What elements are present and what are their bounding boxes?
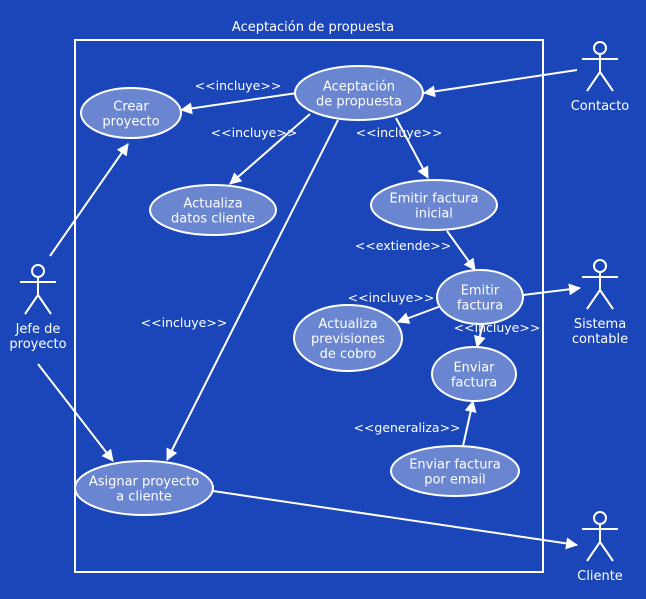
use-case-label: Emitir bbox=[461, 284, 500, 299]
system-title: Aceptación de propuesta bbox=[232, 20, 394, 35]
use-case-ellipse[interactable] bbox=[431, 346, 517, 402]
relations-layer bbox=[37, 69, 581, 550]
use-case-ellipse[interactable] bbox=[294, 65, 424, 121]
actor-label: Contacto bbox=[571, 99, 630, 114]
relation-label: <<incluye>> bbox=[356, 125, 443, 140]
relation-contacto-to-aceptacion bbox=[423, 69, 578, 98]
use-case-label: Crear bbox=[113, 100, 149, 115]
use-case-label: factura bbox=[451, 376, 497, 391]
use-case-label: Enviar bbox=[453, 361, 495, 376]
stick-figure-icon bbox=[20, 264, 56, 315]
relation-jefe-to-crear bbox=[49, 143, 129, 257]
use-case-label: Enviar factura bbox=[409, 458, 501, 473]
use-case-label: de cobro bbox=[320, 347, 377, 362]
use-case-label: Asignar proyecto bbox=[89, 475, 199, 490]
relation-aceptacion-to-crear bbox=[180, 92, 298, 115]
use-case-ellipse[interactable] bbox=[370, 179, 498, 231]
use-case-label: a cliente bbox=[116, 490, 172, 505]
use-case-label: factura bbox=[457, 299, 503, 314]
relation-label: <<incluye>> bbox=[195, 78, 282, 93]
actor-cliente[interactable]: Cliente bbox=[577, 511, 623, 584]
relation-asignar-to-cliente bbox=[212, 490, 578, 550]
system-boundary bbox=[74, 39, 544, 573]
relation-label: <<generaliza>> bbox=[353, 420, 460, 435]
use-case-ellipse[interactable] bbox=[149, 184, 277, 236]
relation-emitir_inicial-to-emitir bbox=[446, 230, 476, 271]
relation-emitir-to-previsiones bbox=[397, 305, 442, 324]
relation-enviar_email-to-enviar bbox=[462, 400, 477, 447]
relation-label: <<incluye>> bbox=[141, 315, 228, 330]
relation-label: <<incluye>> bbox=[454, 320, 541, 335]
relation-label: <<incluye>> bbox=[211, 125, 298, 140]
relation-labels-layer: <<incluye>> <<incluye>> <<incluye>> <<inclu… bbox=[141, 78, 541, 435]
use-case-label: inicial bbox=[415, 207, 453, 222]
use-case-label: Actualiza bbox=[183, 197, 242, 212]
use-case-label: previsiones bbox=[311, 332, 385, 347]
relation-aceptacion-to-emitir_inicial bbox=[395, 117, 429, 179]
use-case-label: Actualiza bbox=[318, 317, 377, 332]
actor-contacto[interactable]: Contacto bbox=[571, 41, 630, 114]
use-case-label: de propuesta bbox=[316, 95, 402, 110]
use-case-ellipse[interactable] bbox=[293, 304, 403, 372]
actor-label: contable bbox=[572, 332, 628, 347]
actor-label: Sistema bbox=[574, 317, 626, 332]
actor-label: Jefe de bbox=[15, 322, 61, 337]
relation-jefe-to-asignar bbox=[37, 363, 114, 462]
actor-label: proyecto bbox=[9, 337, 66, 352]
use-case-label: datos cliente bbox=[171, 212, 255, 227]
stick-figure-icon bbox=[582, 511, 618, 562]
stick-figure-icon bbox=[582, 41, 618, 92]
use-case-label: por email bbox=[424, 473, 486, 488]
use-case-ellipse[interactable] bbox=[80, 87, 182, 139]
relation-aceptacion-to-asignar bbox=[166, 119, 339, 461]
use-case-label: proyecto bbox=[102, 115, 159, 130]
relation-emitir-to-enviar bbox=[473, 323, 486, 348]
stick-figure-icon bbox=[582, 259, 618, 310]
use-case-ellipse[interactable] bbox=[436, 269, 524, 325]
relation-emitir-to-sistema bbox=[522, 283, 581, 296]
actor-label: Cliente bbox=[577, 569, 623, 584]
use-case-ellipse[interactable] bbox=[390, 445, 520, 497]
use-case-label: Aceptación bbox=[323, 80, 395, 95]
use-case-ellipse[interactable] bbox=[74, 460, 214, 516]
relation-label: <<incluye>> bbox=[348, 290, 435, 305]
relation-aceptacion-to-actualiza_datos bbox=[229, 113, 311, 185]
use-case-label: Emitir factura bbox=[389, 192, 478, 207]
relation-label: <<extiende>> bbox=[355, 238, 451, 253]
